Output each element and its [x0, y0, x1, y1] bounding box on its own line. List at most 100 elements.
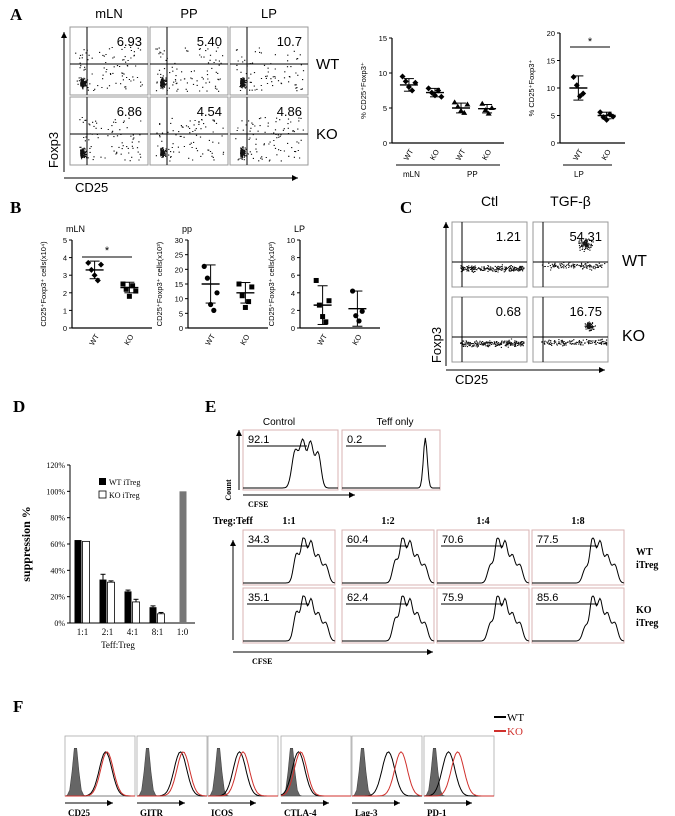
panelE-bottom-y-arrow-head	[230, 540, 236, 546]
panelA-chart2-group-lp: LP	[574, 170, 584, 179]
panelB-chart3-ytick-label: 6	[291, 271, 295, 280]
panelA-chart2-point	[570, 74, 577, 80]
panelA-chart2-sig: *	[588, 36, 593, 48]
panelA-chart2-point	[580, 90, 587, 97]
panelA-chart2-ytick-label: 20	[547, 29, 555, 38]
panelE-top-xlabel: CFSE	[248, 500, 268, 509]
panelA-plot-1-0-events	[79, 116, 142, 162]
panelE-control-frame	[242, 429, 339, 491]
panelA-plot-1-2-events	[235, 117, 304, 162]
panelA-chart2-ytick-label: 10	[547, 84, 555, 93]
panelE-teff-only	[341, 429, 441, 491]
panelB-chart3-point	[326, 298, 332, 304]
panelD-xtick-label: 1:1	[77, 627, 89, 637]
panelC-plot-0-0-events	[460, 264, 525, 273]
panelA-row-KO: KO	[316, 126, 338, 143]
panelE-plot-0-1	[341, 529, 435, 586]
panelA-plot-0-2-events	[235, 47, 305, 92]
panelA-plot-1-1	[149, 96, 229, 166]
panelD-ytick-label: 0%	[54, 619, 65, 628]
panelE-ratio-label: Treg:Teff	[213, 516, 253, 527]
panelA-chart1-point	[479, 100, 486, 106]
panelE-top-ylabel: Count	[224, 479, 233, 501]
panelC-plot-1-0	[451, 296, 528, 363]
panelC-plot-0-0-frame	[451, 221, 528, 288]
panelB-chart1-xtick-label: KO	[122, 333, 135, 347]
panelB-chart2-point	[242, 304, 248, 310]
panelD-bar-ko	[82, 540, 90, 624]
panelF-x-arrow-2-head	[250, 800, 256, 806]
panelE-plot-1-1-frame	[341, 587, 435, 644]
panelB-chart3-point	[359, 308, 365, 314]
panelE-plot-1-3	[531, 587, 625, 644]
panelC-plot-0-1-frame	[532, 221, 609, 288]
panelE-plot-0-3	[531, 529, 625, 586]
panelA-plot-1-2-value: 4.86	[277, 104, 302, 119]
panelA-chart2-ytick-label: 5	[551, 112, 555, 121]
panelA-plot-1-2	[229, 96, 309, 166]
panelD-bar-wt	[124, 591, 132, 623]
panelA-chart1-xtick-label: WT	[454, 147, 468, 162]
panelF-hist-1	[136, 735, 208, 797]
panelA-y-arrow-head	[61, 32, 67, 38]
panelC-col-0: Ctl	[481, 193, 498, 209]
panelA-col-PP: PP	[180, 6, 197, 21]
panelA-chart2-ytick-label: 0	[551, 139, 555, 148]
panelE-plot-1-2-value: 75.9	[442, 592, 463, 604]
panelE-plot-1-1-curve	[342, 595, 435, 642]
panelC-plot-0-1	[532, 221, 609, 288]
panelB-chart2-point	[214, 290, 220, 296]
panelF-legend-ko: KO	[507, 726, 523, 738]
panelB-chart3-ytick-label: 10	[287, 236, 295, 245]
panelB-chart1-ytick-label: 4	[63, 254, 67, 263]
panelB-chart2-point	[211, 307, 217, 313]
panelE-plot-0-1-value: 60.4	[347, 534, 368, 546]
panelA-chart1-xtick-label: KO	[428, 148, 441, 162]
panelB-chart2-xtick-label: WT	[203, 332, 217, 347]
panelA-plot-1-0-value: 6.86	[117, 104, 142, 119]
panelE-control	[242, 429, 339, 491]
panel-letter-e: E	[205, 397, 216, 416]
panelD-xtick-label: 8:1	[152, 627, 164, 637]
panelB-chart2-ytick-label: 30	[175, 236, 183, 245]
panelB-chart3-xtick-label: WT	[315, 332, 329, 347]
panelB-chart2-point	[249, 284, 255, 290]
panelD-bar-wt	[74, 540, 82, 623]
panelA-chart2-point	[597, 109, 604, 116]
panelF-marker-1: GITR	[140, 808, 164, 816]
panelA-plot-1-1-events	[155, 117, 225, 162]
panelD-xtick-label: 4:1	[127, 627, 139, 637]
panelA-chart1-point	[438, 93, 445, 100]
panelF-hist-5	[423, 735, 495, 797]
panelD-bar-wt	[99, 579, 107, 623]
panelF-ko-curve	[424, 751, 494, 797]
panelB-chart3-ytick-label: 0	[291, 324, 295, 333]
panelF-marker-0: CD25	[68, 808, 90, 816]
panelE-ratio-2: 1:4	[476, 516, 489, 527]
panelC-xlabel: CD25	[455, 372, 488, 387]
panelF-marker-3: CTLA-4	[284, 808, 317, 816]
panelB-chart2-ylabel: CD25⁺Foxp3⁺ cells(x10³)	[155, 241, 164, 326]
panelD-legend-ko: KO iTreg	[109, 491, 140, 500]
panelF-x-arrow-3-head	[323, 800, 329, 806]
panelB-chart1-ytick-label: 5	[63, 236, 67, 245]
panelF-ko-curve	[208, 751, 278, 797]
panelD-xtick-label: 1:0	[177, 627, 189, 637]
panelB-chart3-xtick-label: KO	[350, 333, 363, 347]
panelF-x-arrow-4-head	[394, 800, 400, 806]
panelA-plot-0-1-value: 5.40	[197, 34, 222, 49]
panelB-chart1-ytick-label: 0	[63, 324, 67, 333]
panelB-chart3-ylabel: CD25⁺Foxp3⁺ cells(x10³)	[267, 241, 276, 326]
panelA-plot-1-1-value: 4.54	[197, 104, 222, 119]
panelF-hist-4	[351, 735, 423, 797]
panelD-ytick-label: 100%	[46, 487, 65, 496]
panelB-chart1-ytick-label: 1	[63, 306, 67, 315]
panel-letter-f: F	[13, 697, 23, 716]
panelB-title-1: pp	[182, 224, 192, 234]
panelB-chart3-ytick-label: 2	[291, 306, 295, 315]
panelB-chart1	[85, 259, 139, 299]
panelE-teff-only-value: 0.2	[347, 434, 362, 446]
